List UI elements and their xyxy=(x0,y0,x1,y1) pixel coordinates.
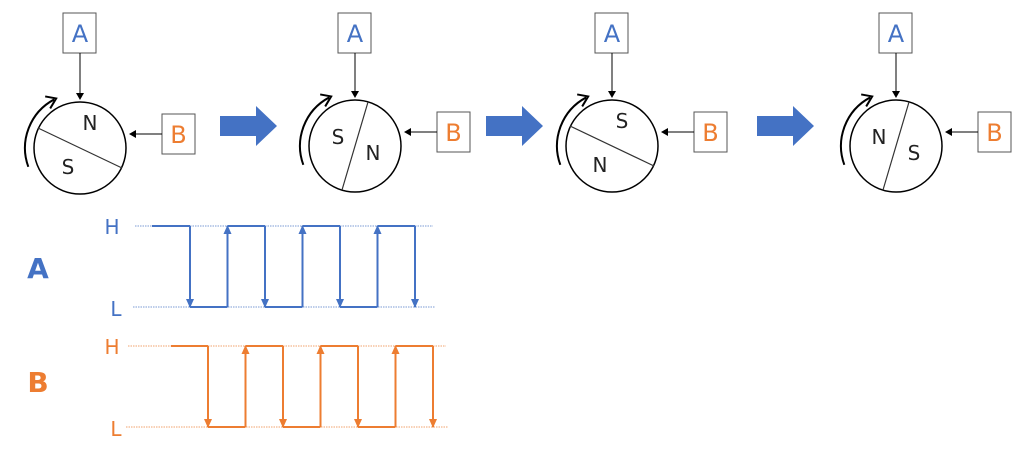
sensor-b-label: B xyxy=(986,119,1002,147)
pole-label-lower: N xyxy=(366,141,381,165)
rotation-arrowhead-icon xyxy=(320,93,333,107)
sensor-a-label: A xyxy=(347,20,364,48)
sensor-a-box: A xyxy=(62,12,97,54)
sensor-a-label: A xyxy=(72,20,89,48)
sensor-b-frame xyxy=(693,111,728,153)
sensor-b-frame xyxy=(436,111,471,153)
sensor-a-frame xyxy=(62,12,97,54)
rotation-arrow-icon xyxy=(24,98,55,168)
magnet-stage-3: A B SN xyxy=(556,12,728,193)
pole-label-lower: S xyxy=(908,141,921,165)
step-arrow-icon-1 xyxy=(220,106,277,146)
sensor-b-box: B xyxy=(436,111,471,153)
magnet-stage-2: A B SN xyxy=(299,12,471,193)
pole-divider xyxy=(569,125,655,167)
pole-divider xyxy=(37,127,123,169)
pole-label-lower: N xyxy=(593,153,608,177)
pole-label-upper: S xyxy=(616,109,629,133)
rotation-arrow-icon xyxy=(556,96,587,166)
sensor-b-box: B xyxy=(161,113,196,155)
rotation-arrow-icon xyxy=(840,96,871,166)
pole-divider xyxy=(341,101,369,191)
pole-label-upper: S xyxy=(332,125,345,149)
sensor-a-box: A xyxy=(878,12,913,54)
rotation-arrowhead-icon xyxy=(45,95,58,109)
low-level-label: L xyxy=(110,417,122,441)
pole-label-upper: N xyxy=(83,111,98,135)
sensor-a-box: A xyxy=(594,12,629,54)
pole-label-lower: S xyxy=(62,155,75,179)
sensor-b-frame xyxy=(161,113,196,155)
high-level-label: H xyxy=(104,215,119,239)
waveform-title: B xyxy=(27,366,48,399)
magnet-stage-4: A B NS xyxy=(840,12,1012,193)
sensor-a-label: A xyxy=(888,20,905,48)
waveform-b: B H L xyxy=(27,335,448,441)
sensor-b-label: B xyxy=(170,121,186,149)
waveform-a: A H L xyxy=(27,215,435,321)
step-arrow-icon-3 xyxy=(757,106,814,146)
sensor-b-frame xyxy=(977,111,1012,153)
waveform-title: A xyxy=(27,252,49,285)
rotation-arrowhead-icon xyxy=(861,93,874,107)
pole-label-upper: N xyxy=(872,125,887,149)
sensor-b-box: B xyxy=(693,111,728,153)
step-arrows xyxy=(220,106,814,146)
high-level-label: H xyxy=(104,335,119,359)
sensor-a-box: A xyxy=(337,12,372,54)
step-arrow-icon-2 xyxy=(486,106,543,146)
sensor-a-frame xyxy=(878,12,913,54)
rotation-arrowhead-icon xyxy=(577,93,590,107)
sensor-a-frame xyxy=(594,12,629,54)
sensor-b-box: B xyxy=(977,111,1012,153)
sensor-b-label: B xyxy=(445,119,461,147)
rotation-arrow-icon xyxy=(299,96,330,166)
magnet-stage-1: A B NS xyxy=(24,12,196,195)
sensor-b-label: B xyxy=(702,119,718,147)
sensor-a-label: A xyxy=(604,20,621,48)
low-level-label: L xyxy=(110,297,122,321)
sensor-a-frame xyxy=(337,12,372,54)
pole-divider xyxy=(882,101,910,191)
